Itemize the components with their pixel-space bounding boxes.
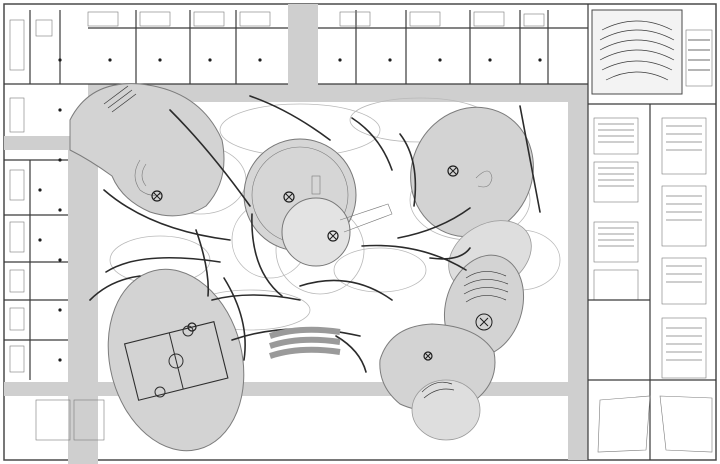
pod-central-inner — [281, 197, 351, 267]
sweeping-curves — [89, 95, 541, 373]
pod-northeast — [410, 106, 534, 238]
circle-x-marker — [423, 351, 433, 361]
right-auditorium-block — [587, 4, 716, 460]
circle-x-marker — [151, 190, 163, 202]
auditorium-seating — [463, 271, 509, 303]
column-grid — [38, 58, 542, 362]
left-room-block — [4, 97, 105, 441]
circle-x-marker — [283, 191, 339, 242]
pod-northwest — [69, 83, 225, 217]
top-room-block — [4, 10, 588, 85]
circle-x-marker — [187, 322, 197, 332]
bridge-walkway — [269, 326, 341, 359]
stair-icon — [421, 381, 455, 399]
stair-icon — [103, 85, 137, 113]
circle-x-marker — [447, 165, 459, 177]
